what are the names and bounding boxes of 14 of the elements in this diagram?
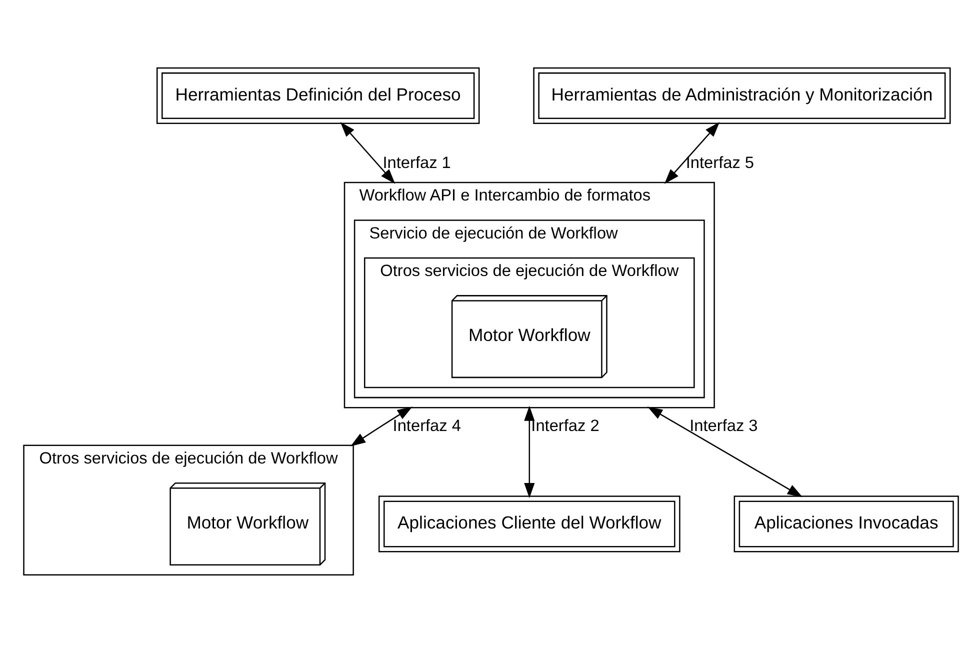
node-box: Herramientas Definición del Proceso [156,66,480,124]
arrow [524,405,535,498]
node-box: Aplicaciones Cliente del Workflow [378,495,680,552]
arrow [664,121,720,184]
edge-label: Interfaz 1 [382,153,451,172]
arrow [647,406,803,497]
edge-label: Interfaz 5 [686,153,754,172]
edge-label: Interfaz 4 [392,416,461,434]
arrow [350,406,412,446]
node-box: Aplicaciones Invocadas [734,495,959,552]
node-box: Herramientas de Administración y Monitorización [533,66,951,124]
arrow [340,121,396,184]
edge-label: Interfaz 2 [531,416,600,434]
edge-label: Interfaz 3 [690,416,758,434]
